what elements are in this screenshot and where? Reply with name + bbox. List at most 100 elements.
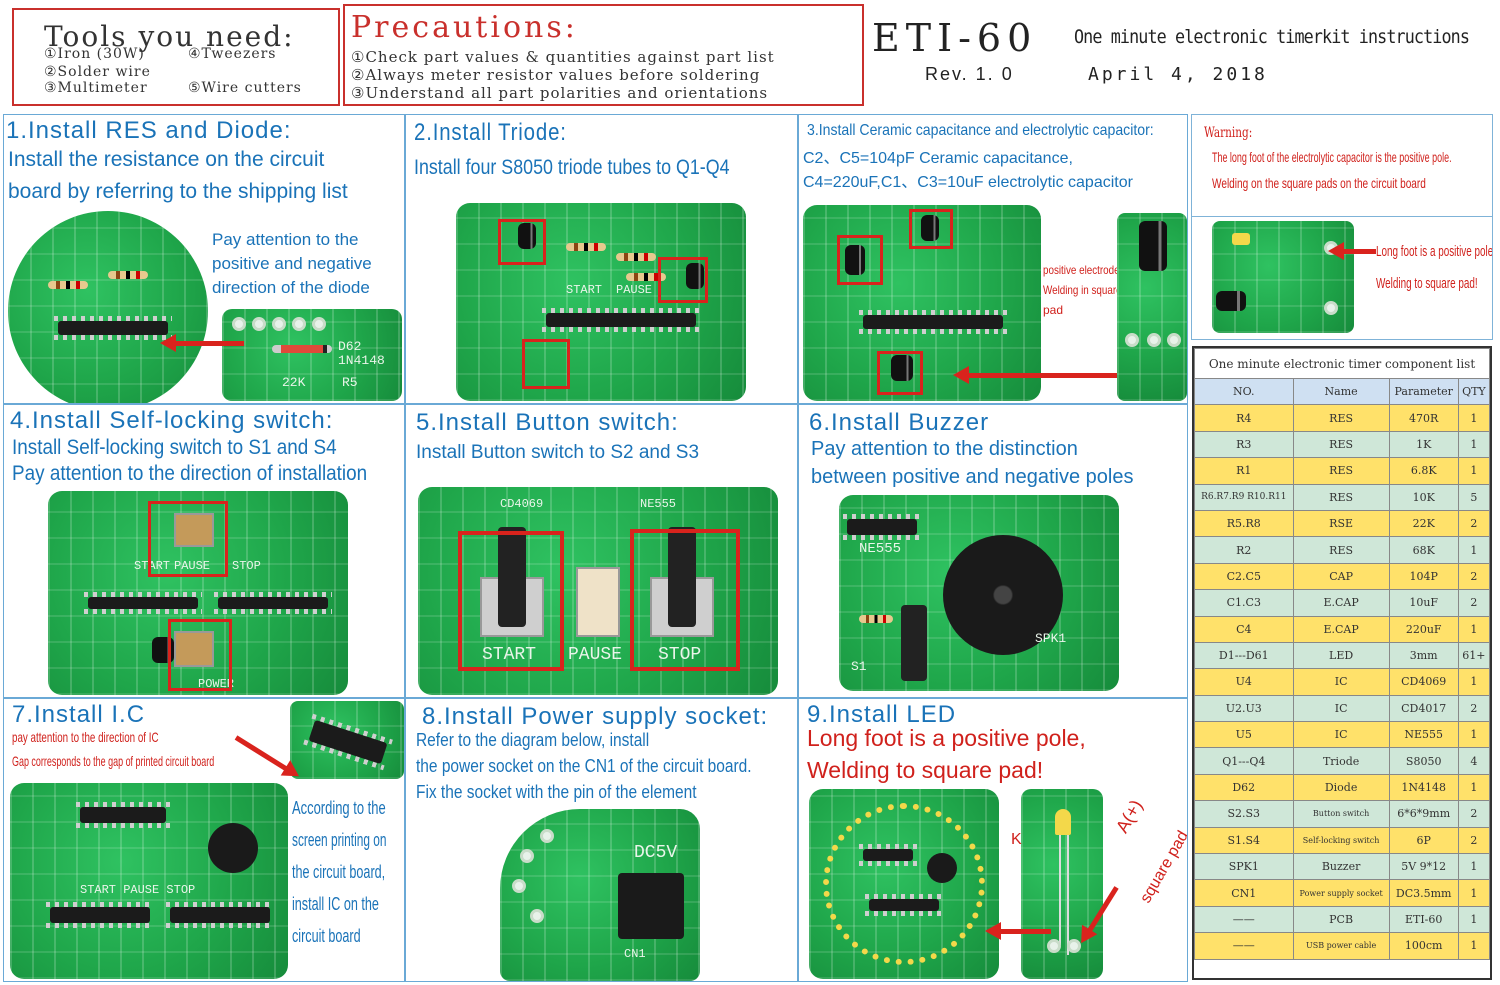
pcb-image: DC5V CN1 — [500, 809, 700, 981]
step-7-note: Gap corresponds to the gap of printed ci… — [12, 753, 215, 769]
table-cell: USB power cable — [1292, 932, 1390, 960]
table-cell: 68K — [1388, 536, 1459, 564]
table-cell: 1 — [1457, 879, 1491, 907]
step-7-note: pay attention to the direction of IC — [12, 729, 159, 745]
step-9-panel: 9.Install LED Long foot is a positive po… — [798, 698, 1188, 982]
warning-title: Warning: — [1204, 125, 1253, 141]
silk-label: S1 — [851, 659, 867, 674]
table-cell: RES — [1292, 536, 1390, 564]
table-cell: 1 — [1457, 536, 1491, 564]
step-3-line: C2、C5=104pF Ceramic capacitance, — [803, 150, 1073, 167]
silk-label: CN1 — [624, 947, 646, 961]
column-header: Parameter — [1388, 377, 1459, 406]
table-cell: RES — [1292, 430, 1390, 459]
step-9-label: K — [1011, 831, 1022, 848]
table-cell: C1.C3 — [1194, 589, 1294, 617]
table-cell: 5 — [1457, 483, 1491, 511]
table-cell: Self-locking switch — [1292, 826, 1390, 855]
table-cell: E.CAP — [1292, 615, 1390, 643]
step-9-label: A(+) — [1111, 796, 1147, 837]
table-cell: IC — [1292, 668, 1390, 696]
pcb-image: START PAUSE STOP POWER — [48, 491, 348, 695]
main-subtitle: One minute electronic timerkit instructi… — [1074, 26, 1470, 48]
silk-label: NE555 — [640, 497, 677, 511]
silk-label: PAUSE — [568, 645, 623, 665]
table-cell: RES — [1292, 457, 1390, 485]
table-cell: —— — [1194, 905, 1294, 934]
step-3-note: Welding in square — [1043, 283, 1122, 297]
table-cell: CAP — [1292, 562, 1390, 591]
silk-label: SPK1 — [1035, 631, 1067, 646]
table-cell: DC3.5mm — [1388, 879, 1459, 907]
step-2-panel: 2.Install Triode: Install four S8050 tri… — [405, 114, 798, 404]
table-cell: R5.R8 — [1194, 509, 1294, 538]
silk-label: R5 — [342, 375, 358, 390]
warning-note: Long foot is a positive pole, — [1376, 243, 1493, 260]
table-cell: Power supply socket — [1292, 879, 1390, 907]
capacitor-closeup-image — [1117, 213, 1187, 401]
tools-title: Tools you need: — [44, 20, 295, 53]
highlight-box — [877, 351, 923, 395]
component-table: One minute electronic timer component li… — [1194, 348, 1491, 960]
step-4-line: Pay attention to the direction of instal… — [12, 462, 368, 485]
table-cell: 1 — [1457, 905, 1491, 934]
silk-label: START — [566, 283, 603, 297]
silk-label: PAUSE — [174, 559, 211, 573]
highlight-box — [909, 209, 953, 249]
step-8-title: 8.Install Power supply socket: — [422, 703, 769, 730]
table-cell: 100cm — [1388, 932, 1459, 960]
table-cell: U2.U3 — [1194, 694, 1294, 723]
table-cell: Buzzer — [1292, 853, 1390, 881]
step-8-line: Refer to the diagram below, install — [416, 730, 650, 750]
silk-label: 22K — [282, 375, 306, 390]
step-1-panel: 1.Install RES and Diode: Install the res… — [3, 114, 405, 404]
step-1-title: 1.Install RES and Diode: — [6, 117, 292, 144]
table-cell: 2 — [1457, 800, 1491, 828]
table-cell: Diode — [1292, 773, 1390, 802]
step-8-panel: 8.Install Power supply socket: Refer to … — [405, 698, 798, 982]
table-cell: 61+ — [1457, 641, 1491, 670]
silk-label: D62 — [338, 339, 362, 354]
step-3-title: 3.Install Ceramic capacitance and electr… — [807, 122, 1154, 139]
warning-line: The long foot of the electrolytic capaci… — [1212, 149, 1452, 165]
step-2-title: 2.Install Triode: — [414, 119, 567, 146]
pcb-image — [8, 211, 208, 403]
step-1-note: Pay attention to the — [212, 230, 359, 249]
step-7-side: screen printing on — [292, 830, 387, 850]
ic-closeup-image — [290, 701, 404, 779]
table-cell: NE555 — [1388, 721, 1459, 749]
table-cell: 2 — [1457, 562, 1491, 591]
silk-label: START — [134, 559, 171, 573]
table-cell: 6P — [1388, 826, 1459, 855]
pcb-image — [803, 205, 1041, 401]
table-cell: 470R — [1388, 404, 1459, 432]
table-cell: 1 — [1457, 721, 1491, 749]
step-7-side: install IC on the — [292, 894, 379, 914]
table-cell: 6.8K — [1388, 457, 1459, 485]
highlight-box — [837, 235, 883, 285]
step-9-label: square pad — [1137, 828, 1188, 906]
step-6-line: Pay attention to the distinction — [811, 438, 1078, 460]
tool-item: ③Multimeter — [44, 80, 148, 96]
step-7-side: circuit board — [292, 926, 361, 946]
highlight-box — [630, 529, 740, 671]
date: April 4, 2018 — [1088, 64, 1268, 85]
table-cell: 10uF — [1388, 589, 1459, 617]
table-cell: 1 — [1457, 404, 1491, 432]
table-cell: R6.R7.R9 R10.R11 — [1194, 483, 1294, 511]
silk-label: 1N4148 — [338, 353, 385, 368]
table-cell: 220uF — [1388, 615, 1459, 643]
precautions-box: Precautions: ①Check part values & quanti… — [343, 4, 864, 106]
highlight-box — [522, 339, 570, 389]
step-3-note: pad — [1043, 303, 1064, 317]
table-cell: S1.S4 — [1194, 826, 1294, 855]
